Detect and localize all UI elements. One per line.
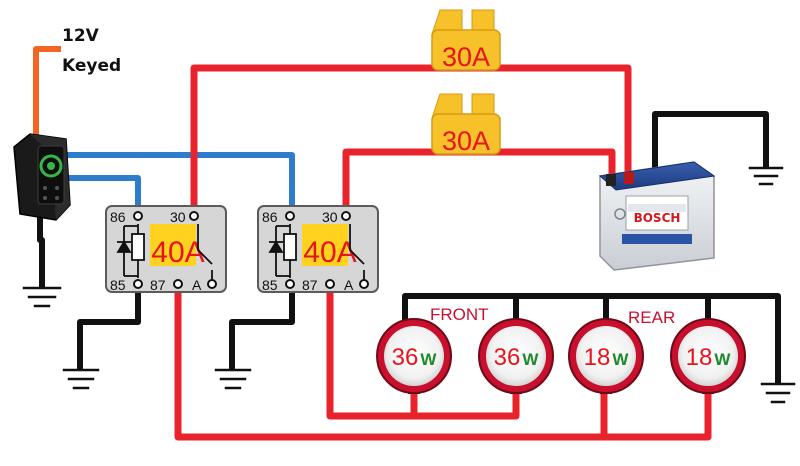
ground-wire-relay1 — [77, 285, 141, 371]
battery-brand: BOSCH — [634, 211, 681, 225]
fuse-1: 30A — [431, 9, 502, 72]
relay-pin-30: 30 — [322, 209, 338, 225]
ground-wire-switch — [37, 207, 45, 289]
relay-pin-87: 87 — [150, 277, 166, 293]
relay-pin-87: 87 — [302, 277, 318, 293]
switch-wire-relay2 — [65, 152, 295, 215]
relay-pin-a: A — [192, 277, 202, 293]
lamp-feed-wire-rear — [174, 282, 712, 441]
power-label-keyed: Keyed — [62, 56, 121, 76]
ground-wire-relay2 — [229, 285, 295, 371]
relay-pin-85: 85 — [262, 277, 278, 293]
relay-rating: 40A — [151, 236, 204, 269]
ground-symbols — [22, 166, 796, 404]
light-watts-value: 36 — [494, 344, 521, 371]
ground-symbol-lamps — [760, 382, 796, 404]
relay-pin-85: 85 — [110, 277, 126, 293]
light-watts-value: 18 — [686, 344, 713, 371]
relay-switch-icon — [197, 224, 213, 280]
switch-indicator-icon — [39, 154, 63, 178]
relay-rating: 40A — [303, 236, 356, 269]
light-watts-value: 18 — [584, 344, 611, 371]
rocker-switch[interactable] — [13, 133, 71, 221]
ground-symbol-relay2 — [214, 368, 252, 390]
relay-terminals — [133, 211, 217, 289]
power-wire-relay1 — [190, 64, 632, 216]
keyed-wire — [33, 46, 61, 143]
light-watts-unit: W — [522, 350, 539, 369]
light-watts-unit: W — [612, 350, 629, 369]
battery-terminal-positive — [624, 172, 634, 184]
relay-switch-icon — [349, 224, 365, 280]
ground-symbol-switch — [22, 286, 62, 308]
light-watts-unit: W — [420, 350, 437, 369]
relay-2: 40A 86 30 85 87 A — [257, 205, 379, 293]
relay-pin-a: A — [344, 277, 354, 293]
fuse-2: 30A — [431, 93, 502, 156]
ground-bus-lamps — [402, 293, 781, 385]
power-label-12v: 12V — [62, 26, 100, 46]
relay-pin-86: 86 — [110, 209, 126, 225]
light-watts-value: 36 — [392, 344, 419, 371]
fuse-rating: 30A — [442, 126, 490, 156]
battery: BOSCH — [598, 161, 716, 271]
relay-coil-icon — [116, 224, 145, 278]
group-label-rear: REAR — [628, 308, 675, 327]
lamp-feed-wire-front — [326, 282, 520, 420]
fuse-rating: 30A — [442, 42, 490, 72]
group-label-front: FRONT — [430, 305, 489, 324]
relay-coil-icon — [268, 224, 297, 278]
relay-1: 40A 86 30 85 87 A — [105, 205, 227, 293]
battery-terminal-negative — [606, 174, 616, 186]
ground-symbol-relay1 — [62, 368, 100, 390]
relay-rating-badge — [302, 224, 348, 266]
relay-terminals — [285, 211, 369, 289]
switch-wire-relay1 — [65, 175, 141, 215]
ground-symbol-battery — [748, 166, 784, 186]
relay-rating-badge — [150, 224, 196, 266]
relay-pin-30: 30 — [170, 209, 186, 225]
ground-wire-battery — [652, 111, 769, 169]
relay-pin-86: 86 — [262, 209, 278, 225]
light-watts-unit: W — [714, 350, 731, 369]
power-wire-relay2 — [342, 148, 616, 216]
